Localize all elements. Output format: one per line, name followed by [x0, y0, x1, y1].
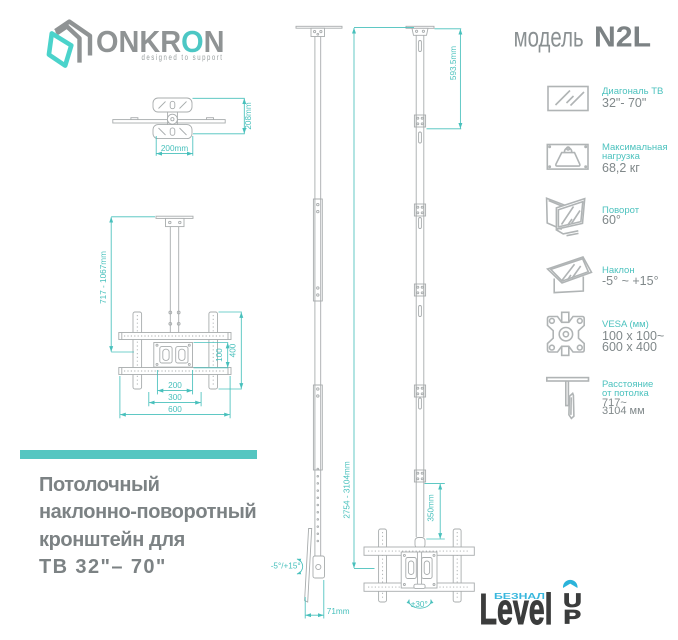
svg-text:Level: Level — [480, 585, 553, 634]
svg-text:593.5mm: 593.5mm — [449, 46, 458, 80]
svg-text:600: 600 — [168, 405, 182, 414]
svg-text:ONKRON: ONKRON — [96, 24, 225, 59]
svg-text:717 - 1067mm: 717 - 1067mm — [99, 251, 108, 304]
svg-text:БЕЗНАЛ: БЕЗНАЛ — [494, 591, 545, 601]
svg-text:-5°/+15°: -5°/+15° — [271, 561, 301, 570]
svg-text:U: U — [563, 591, 582, 612]
svg-text:350mm: 350mm — [426, 494, 435, 521]
svg-text:N2L: N2L — [594, 22, 651, 54]
svg-text:±30°: ±30° — [411, 600, 428, 609]
svg-text:400: 400 — [229, 343, 238, 357]
svg-text:208mm: 208mm — [244, 102, 253, 129]
svg-text:300: 300 — [168, 393, 182, 402]
svg-text:100: 100 — [215, 348, 224, 362]
svg-text:71mm: 71mm — [327, 607, 350, 616]
svg-text:200mm: 200mm — [161, 144, 188, 153]
svg-text:2754 - 3104mm: 2754 - 3104mm — [343, 461, 352, 519]
svg-text:designed to support: designed to support — [142, 53, 224, 62]
svg-text:модель: модель — [514, 22, 584, 53]
svg-text:P: P — [564, 608, 582, 629]
svg-text:200: 200 — [168, 381, 182, 390]
